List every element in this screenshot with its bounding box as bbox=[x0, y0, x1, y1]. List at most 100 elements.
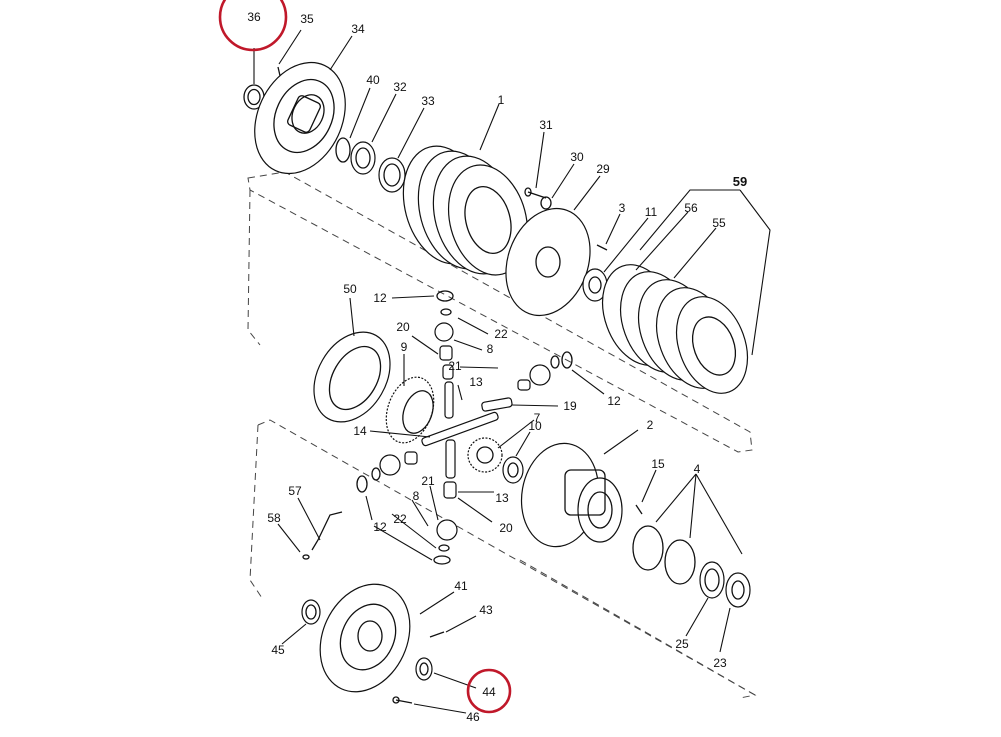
part-12-washer-left[interactable] bbox=[356, 475, 368, 493]
part-8-pinion-upper[interactable] bbox=[434, 322, 454, 342]
callout-29[interactable]: 29 bbox=[596, 162, 610, 176]
callout-40[interactable]: 40 bbox=[366, 73, 380, 87]
highlight-circle-36 bbox=[218, 0, 288, 52]
callout-41[interactable]: 41 bbox=[454, 579, 468, 593]
part-13-shaft-lower[interactable] bbox=[445, 439, 456, 479]
callout-35[interactable]: 35 bbox=[300, 12, 314, 26]
part-22-washer-right[interactable] bbox=[550, 355, 560, 369]
part-8-pinion-right[interactable] bbox=[529, 364, 551, 386]
part-45-seal[interactable] bbox=[301, 599, 321, 625]
callout-13-lower[interactable]: 13 bbox=[495, 491, 509, 505]
callout-7[interactable]: 7 bbox=[534, 411, 541, 425]
part-57-tube[interactable] bbox=[311, 511, 343, 551]
callout-3[interactable]: 3 bbox=[619, 201, 626, 215]
part-12-washer-lower[interactable] bbox=[433, 555, 451, 565]
part-34-carrier-hub[interactable] bbox=[237, 48, 362, 189]
part-12-washer-right[interactable] bbox=[561, 351, 573, 369]
highlight-circle-44 bbox=[466, 668, 512, 714]
callout-57[interactable]: 57 bbox=[288, 484, 302, 498]
part-30-washer[interactable] bbox=[540, 196, 552, 210]
part-58-fitting[interactable] bbox=[302, 554, 310, 560]
leader-lines bbox=[253, 29, 771, 714]
callout-10[interactable]: 10 bbox=[528, 419, 542, 433]
part-22-washer-lower[interactable] bbox=[438, 544, 450, 552]
part-59-disc-pack[interactable] bbox=[589, 254, 760, 403]
part-31-bolt[interactable] bbox=[524, 187, 547, 199]
part-32-bearing[interactable] bbox=[350, 141, 376, 175]
callout-25[interactable]: 25 bbox=[675, 637, 689, 651]
part-8-pinion-left[interactable] bbox=[379, 454, 401, 476]
part-50-ring[interactable] bbox=[299, 318, 406, 435]
callout-2[interactable]: 2 bbox=[647, 418, 654, 432]
callout-58[interactable]: 58 bbox=[267, 511, 281, 525]
part-22-washer-upper[interactable] bbox=[440, 308, 452, 316]
part-22-washer-left[interactable] bbox=[371, 467, 381, 481]
callout-12-top[interactable]: 12 bbox=[373, 291, 387, 305]
callout-33[interactable]: 33 bbox=[421, 94, 435, 108]
part-7-side-gear[interactable] bbox=[467, 437, 503, 473]
part-11-thrust-washer[interactable] bbox=[582, 268, 608, 302]
part-9-bevel-gear[interactable] bbox=[378, 371, 443, 450]
part-3-pin[interactable] bbox=[596, 244, 608, 251]
part-33-race[interactable] bbox=[378, 157, 406, 193]
callout-50[interactable]: 50 bbox=[343, 282, 357, 296]
part-14-cross-shaft[interactable] bbox=[421, 411, 499, 447]
callout-1[interactable]: 1 bbox=[498, 93, 505, 107]
callout-36[interactable]: 36 bbox=[247, 10, 261, 24]
part-13-shaft-upper[interactable] bbox=[444, 381, 454, 419]
callout-32[interactable]: 32 bbox=[393, 80, 407, 94]
callout-43[interactable]: 43 bbox=[479, 603, 493, 617]
callout-12-lower[interactable]: 12 bbox=[373, 520, 387, 534]
callout-19[interactable]: 19 bbox=[563, 399, 577, 413]
callout-15[interactable]: 15 bbox=[651, 457, 665, 471]
highlight-marks bbox=[218, 0, 512, 714]
part-43-pin[interactable] bbox=[429, 631, 445, 638]
callout-23[interactable]: 23 bbox=[713, 656, 727, 670]
callout-12-right[interactable]: 12 bbox=[607, 394, 621, 408]
part-25-bearing-cup[interactable] bbox=[699, 561, 725, 599]
part-41-carrier[interactable] bbox=[303, 569, 426, 706]
callout-31[interactable]: 31 bbox=[539, 118, 553, 132]
callout-45[interactable]: 45 bbox=[271, 643, 285, 657]
lower-group-outline bbox=[249, 419, 757, 699]
callout-8-lower[interactable]: 8 bbox=[413, 489, 420, 503]
part-2-differential-case[interactable] bbox=[514, 437, 623, 553]
callout-30[interactable]: 30 bbox=[570, 150, 584, 164]
part-44-seal[interactable] bbox=[415, 657, 433, 681]
callout-34[interactable]: 34 bbox=[351, 22, 365, 36]
callout-59[interactable]: 59 bbox=[733, 174, 747, 189]
callout-44[interactable]: 44 bbox=[482, 685, 496, 699]
callout-14[interactable]: 14 bbox=[353, 424, 367, 438]
part-20-bushing-lower[interactable] bbox=[443, 481, 457, 499]
part-12-washer-upper[interactable] bbox=[436, 290, 454, 302]
callout-11[interactable]: 11 bbox=[645, 205, 658, 219]
callout-21-lower[interactable]: 21 bbox=[421, 474, 435, 488]
callout-21-top[interactable]: 21 bbox=[448, 359, 462, 373]
part-8-pinion-lower[interactable] bbox=[436, 519, 458, 541]
callout-4[interactable]: 4 bbox=[694, 462, 701, 476]
callout-20-lower[interactable]: 20 bbox=[499, 521, 513, 535]
part-1-friction-plates[interactable] bbox=[391, 137, 539, 284]
part-23-bearing-cone[interactable] bbox=[725, 572, 751, 608]
callout-22-lower[interactable]: 22 bbox=[393, 512, 407, 526]
part-10-thrust-washer[interactable] bbox=[502, 456, 524, 484]
callout-8-top[interactable]: 8 bbox=[487, 342, 494, 356]
callout-55[interactable]: 55 bbox=[712, 216, 726, 230]
part-40-ring[interactable] bbox=[335, 137, 351, 163]
part-21-bushing-upper[interactable] bbox=[442, 364, 454, 380]
part-21-bushing-left[interactable] bbox=[404, 451, 418, 465]
callout-9[interactable]: 9 bbox=[401, 340, 408, 354]
part-19-spacer[interactable] bbox=[481, 397, 513, 412]
callout-22-top[interactable]: 22 bbox=[494, 327, 508, 341]
callout-13-top[interactable]: 13 bbox=[469, 375, 483, 389]
part-21-bushing-right[interactable] bbox=[517, 379, 531, 391]
callout-labels: 36 35 34 40 32 33 1 31 30 29 59 3 11 56 … bbox=[247, 10, 747, 724]
callout-46[interactable]: 46 bbox=[466, 710, 480, 724]
callout-20-top[interactable]: 20 bbox=[396, 320, 410, 334]
part-15-bolt[interactable] bbox=[635, 504, 643, 515]
part-20-bushing-upper[interactable] bbox=[439, 345, 453, 361]
part-4-snap-rings[interactable] bbox=[632, 525, 696, 585]
callout-56[interactable]: 56 bbox=[684, 201, 698, 215]
part-46-bolt[interactable] bbox=[392, 696, 413, 704]
